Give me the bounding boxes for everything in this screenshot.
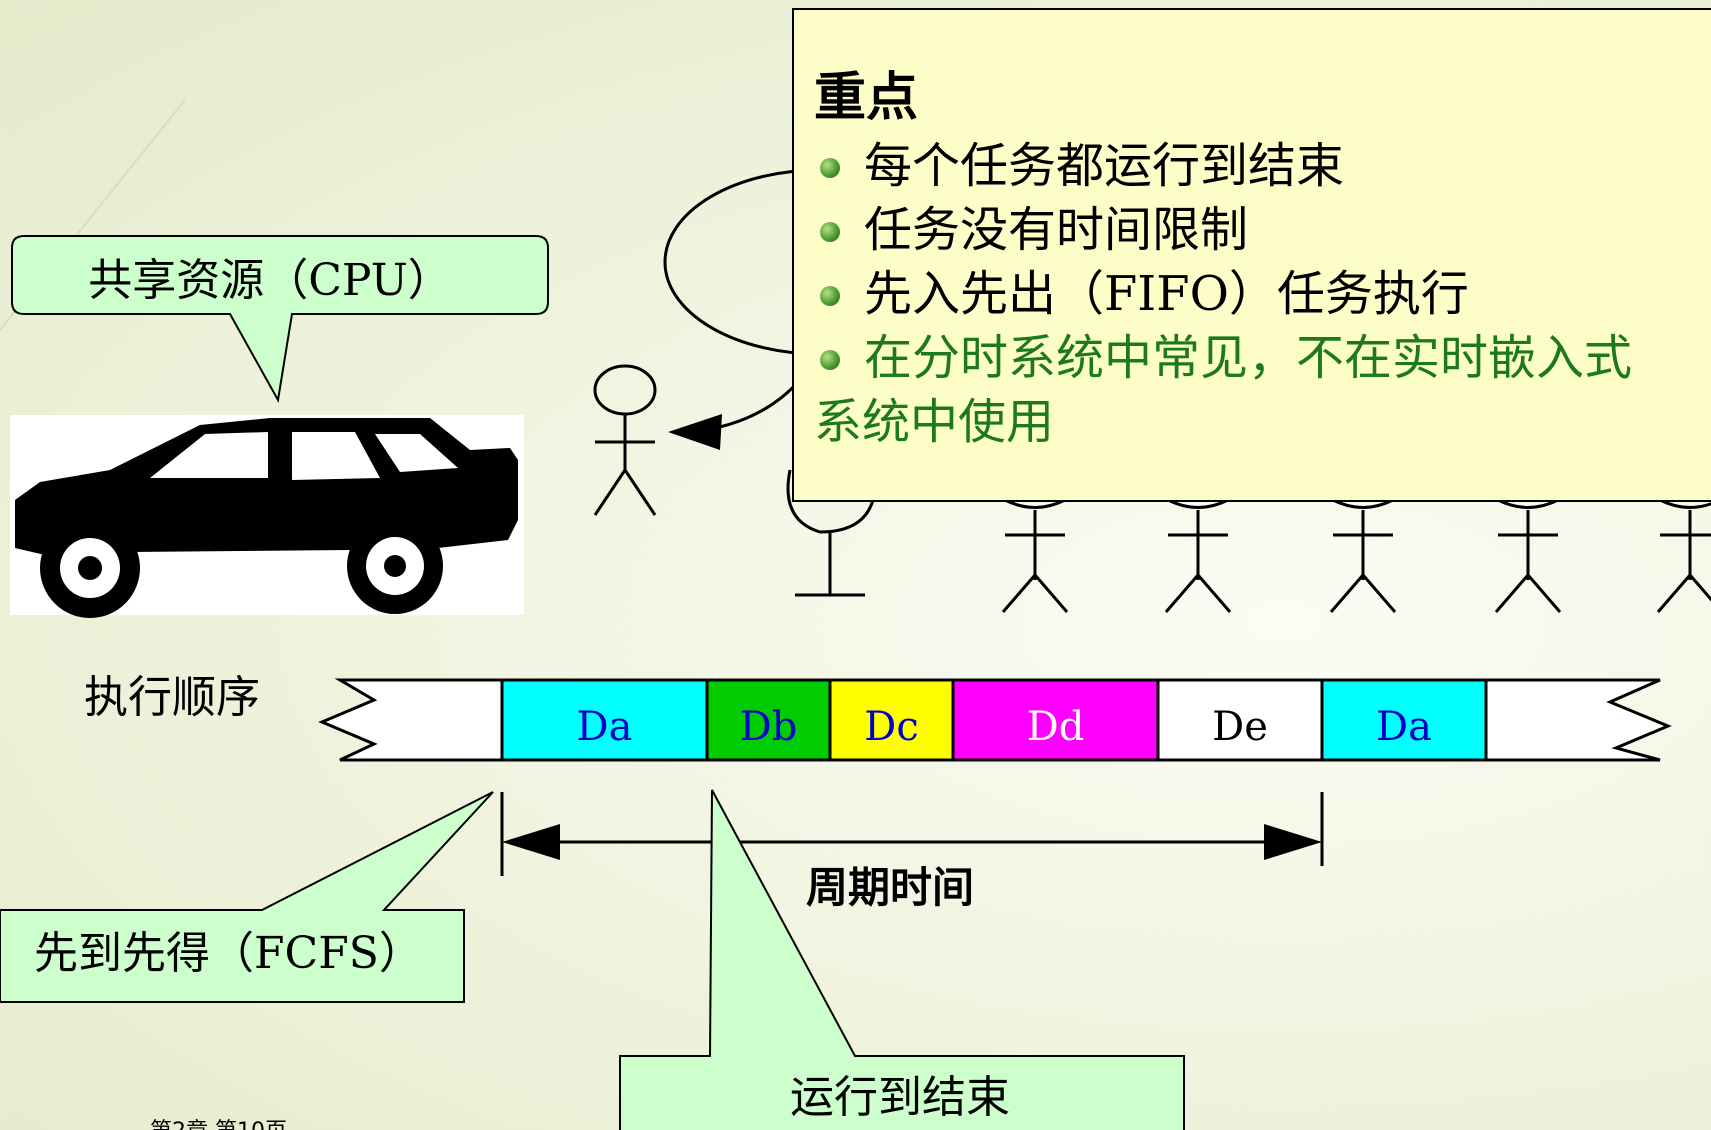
green-bullet-icon [820, 158, 840, 178]
green-bullet-icon [820, 286, 840, 306]
execution-timeline: Da Db Dc Dd De Da [318, 678, 1672, 762]
callout-shared-resource: 共享资源（CPU） [11, 235, 549, 403]
key-point-text: 每个任务都运行到结束 [864, 138, 1345, 194]
timeline-segment: Da [1320, 678, 1488, 762]
car-window-middle [292, 432, 380, 480]
callout-bubble [11, 235, 549, 403]
timeline-segment-block [1156, 678, 1324, 762]
waiting-tasks-queue [1001, 498, 1711, 613]
timeline-segment: Da [500, 678, 709, 762]
timeline-segment: De [1156, 678, 1324, 762]
car-window-front [150, 432, 268, 478]
timeline-segment-label: Da [577, 704, 633, 750]
waiting-task-figure [1001, 498, 1069, 613]
run-to-end-label: 运行到结束 [790, 1072, 1010, 1123]
key-point-item: 每个任务都运行到结束 [814, 134, 1711, 198]
timeline-segment: Dc [828, 678, 955, 762]
car-cpu-icon [10, 415, 524, 618]
footer-page-number: 第2章 第10页 [150, 1119, 287, 1130]
cycle-time-measure: 周期时间 [500, 792, 1324, 912]
timeline-segment-label: Dc [864, 704, 918, 750]
timeline-segment-block [951, 678, 1160, 762]
shared-resource-label: 共享资源（CPU） [88, 255, 452, 306]
timeline-segment-label: De [1212, 704, 1268, 750]
cycle-time-label: 周期时间 [806, 863, 974, 912]
key-point-continuation: 系统中使用 [814, 394, 1055, 450]
timeline-segment-block [1320, 678, 1488, 762]
waiting-task-figure [1656, 498, 1711, 613]
callout-run-to-end: 运行到结束 [619, 789, 1185, 1130]
key-points-list: 每个任务都运行到结束 任务没有时间限制 先入先出（FIFO）任务执行 在分时系统… [814, 134, 1711, 390]
green-bullet-icon [820, 222, 840, 242]
callout-bubble [619, 789, 1185, 1130]
key-point-item: 在分时系统中常见，不在实时嵌入式 [814, 326, 1711, 390]
key-point-item: 先入先出（FIFO）任务执行 [814, 262, 1711, 326]
key-point-text: 在分时系统中常见，不在实时嵌入式 [864, 330, 1633, 386]
timeline-segment-label: Dd [1027, 704, 1085, 750]
timeline-segment-label: Db [740, 704, 798, 750]
timeline-segment: Dd [951, 678, 1160, 762]
timeline-segment-block [828, 678, 955, 762]
timeline-segment-label: Da [1376, 704, 1432, 750]
key-point-text: 任务没有时间限制 [864, 202, 1249, 258]
key-points-note: 重点 每个任务都运行到结束 任务没有时间限制 先入先出（FIFO）任务执行 在分… [792, 8, 1711, 502]
green-bullet-icon [820, 350, 840, 370]
queue-figure-1 [786, 469, 877, 597]
waiting-task-figure [1494, 498, 1562, 613]
timeline-segment: Db [705, 678, 832, 762]
active-task-figure [593, 364, 657, 516]
waiting-task-figure [1164, 498, 1232, 613]
key-point-text: 先入先出（FIFO）任务执行 [864, 266, 1469, 322]
exec-order-label: 执行顺序 [84, 672, 260, 723]
car-window-rear [375, 434, 458, 472]
arrowhead [668, 414, 722, 450]
key-point-item: 任务没有时间限制 [814, 198, 1711, 262]
cycle-arrowhead-left [502, 824, 560, 860]
callout-fcfs: 先到先得（FCFS） [0, 791, 494, 1003]
timeline-segment-block [705, 678, 832, 762]
waiting-task-figure [1329, 498, 1397, 613]
cycle-arrowhead-right [1264, 824, 1322, 860]
callout-bubble [0, 791, 494, 1003]
note-heading: 重点 [814, 68, 919, 128]
timeline-segments: Da Db Dc Dd De Da [500, 678, 1488, 762]
fcfs-label: 先到先得（FCFS） [34, 928, 423, 979]
